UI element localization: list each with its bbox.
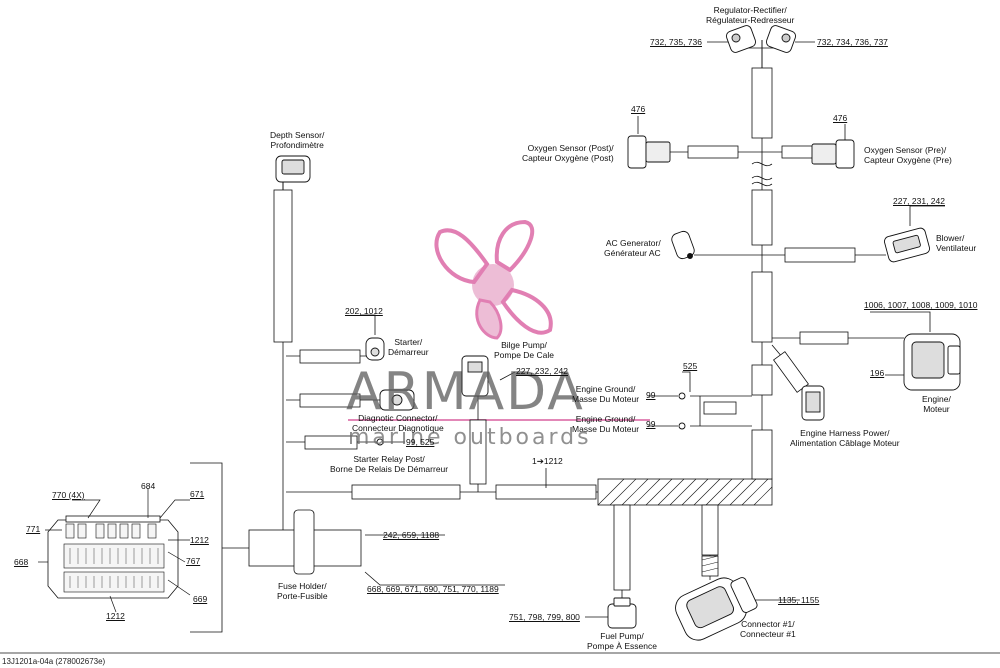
harness-segment	[299, 393, 361, 408]
ref-blower: 227, 231, 242	[893, 196, 945, 206]
harness-segment	[773, 351, 809, 393]
starter-label: Starter/ Démarreur	[388, 337, 429, 357]
ref-engine-top: 1006, 1007, 1008, 1009, 1010	[864, 300, 978, 310]
ref-ground-2: 99	[646, 419, 656, 429]
ref-oxygen-post: 476	[631, 104, 646, 114]
bilge-pump-connector-icon	[461, 355, 489, 397]
fuel-pump-connector-icon	[607, 597, 637, 629]
break-mark	[751, 175, 773, 187]
engine-connector-icon	[903, 333, 961, 391]
pin-771-label: 771	[26, 524, 41, 534]
oxygen-post-connector-icon	[627, 135, 671, 169]
harness-segment	[351, 484, 461, 500]
harness-segment	[751, 364, 773, 396]
ref-engine-left: 196	[870, 368, 885, 378]
oxygen-pre-connector-icon	[811, 139, 855, 169]
harness-segment	[751, 271, 773, 343]
blower-connector-icon	[884, 227, 930, 263]
starter-relay-terminal-icon	[376, 438, 384, 446]
harness-segment	[751, 429, 773, 480]
ref-starter-relay: 99, 525	[406, 437, 435, 447]
harness-segment	[273, 189, 293, 343]
engine-ground-label-2: Engine Ground/ Masse Du Moteur	[572, 414, 640, 434]
harness-segment	[701, 504, 719, 556]
fuse-holder-label: Fuse Holder/ Porte-Fusible	[277, 581, 328, 601]
harness-segment	[304, 435, 358, 450]
oxygen-pre-label: Oxygen Sensor (Pre)/ Capteur Oxygène (Pr…	[864, 145, 952, 165]
connector1-icon	[675, 577, 758, 641]
detail-bracket	[190, 462, 223, 633]
ref-regulator-left: 732, 735, 736	[650, 37, 702, 47]
pin-684-label: 684	[141, 481, 156, 491]
harness-segment	[751, 189, 773, 246]
fuel-pump-label: Fuel Pump/ Pompe À Essence	[587, 631, 657, 651]
connector1-label: Connector #1/ Connecteur #1	[740, 619, 796, 639]
harness-segment	[784, 247, 856, 263]
armada-logo-icon	[434, 219, 553, 340]
ref-oxygen-pre: 476	[833, 113, 848, 123]
fuse-holder-pinout-detail	[38, 488, 191, 613]
depth-sensor-label: Depth Sensor/ Profondimètre	[270, 130, 325, 150]
harness-segment	[701, 555, 719, 577]
ref-fuse-top: 242, 659, 1188	[383, 530, 440, 540]
ref-bilge: 227, 232, 242	[516, 366, 568, 376]
diagnostic-label: Diagnotic Connector/ Connecteur Diagnoti…	[352, 413, 444, 433]
depth-sensor-connector-icon	[275, 155, 311, 190]
harness-power-label: Engine Harness Power/ Alimentation Câbla…	[790, 428, 900, 448]
pin-1212-right-label: 1212	[190, 535, 209, 545]
harness-segment	[751, 67, 773, 139]
ref-junction: 1➔1212	[532, 456, 563, 466]
harness-segment	[469, 419, 487, 485]
ref-connector1: 1135, 1155	[778, 595, 820, 605]
regulator-connector-icon	[725, 25, 797, 53]
harness-power-connector-icon	[801, 385, 825, 421]
ground-terminal-icon	[678, 392, 686, 430]
pin-1212-bottom-label: 1212	[106, 611, 125, 621]
pin-668-label: 668	[14, 557, 29, 567]
ref-fuel-pump: 751, 798, 799, 800	[509, 612, 580, 622]
engine-label: Engine/ Moteur	[922, 394, 951, 414]
pin-767-label: 767	[186, 556, 201, 566]
pin-671-label: 671	[190, 489, 205, 499]
blower-label: Blower/ Ventilateur	[936, 233, 977, 253]
harness-segment	[299, 349, 361, 364]
fuse-icon	[293, 509, 315, 575]
pin-770-label: 770 (4X)	[52, 490, 85, 500]
harness-segment	[613, 504, 631, 591]
harness-segment	[703, 401, 737, 415]
ac-generator-connector-icon	[671, 230, 695, 260]
watermark-brand: ARMADA	[346, 362, 585, 422]
diagnostic-connector-icon	[379, 389, 415, 411]
starter-connector-icon	[365, 337, 385, 361]
harness-segment	[687, 145, 739, 159]
document-code: 13J1201a-04a (278002673e)	[2, 657, 106, 666]
ref-fuse-bottom: 668, 669, 671, 690, 751, 770, 1189	[367, 584, 499, 594]
oxygen-post-label: Oxygen Sensor (Post)/ Capteur Oxygène (P…	[522, 143, 614, 163]
regulator-label: Regulator-Rectifier/ Régulateur-Redresse…	[706, 5, 795, 25]
ref-ground-1: 99	[646, 390, 656, 400]
ref-starter: 202, 1012	[345, 306, 383, 316]
ac-generator-label: AC Generator/ Générateur AC	[604, 238, 661, 258]
harness-segment	[799, 331, 849, 345]
watermark-tagline: marine outboards	[348, 425, 592, 450]
ref-regulator-right: 732, 734, 736, 737	[817, 37, 888, 47]
pin-669-label: 669	[193, 594, 208, 604]
ref-ground-number: 525	[683, 361, 698, 371]
starter-relay-label: Starter Relay Post/ Borne De Relais De D…	[330, 454, 449, 474]
bilge-pump-label: Bilge Pump/ Pompe De Cale	[494, 340, 555, 360]
engine-ground-label-1: Engine Ground/ Masse Du Moteur	[572, 384, 640, 404]
